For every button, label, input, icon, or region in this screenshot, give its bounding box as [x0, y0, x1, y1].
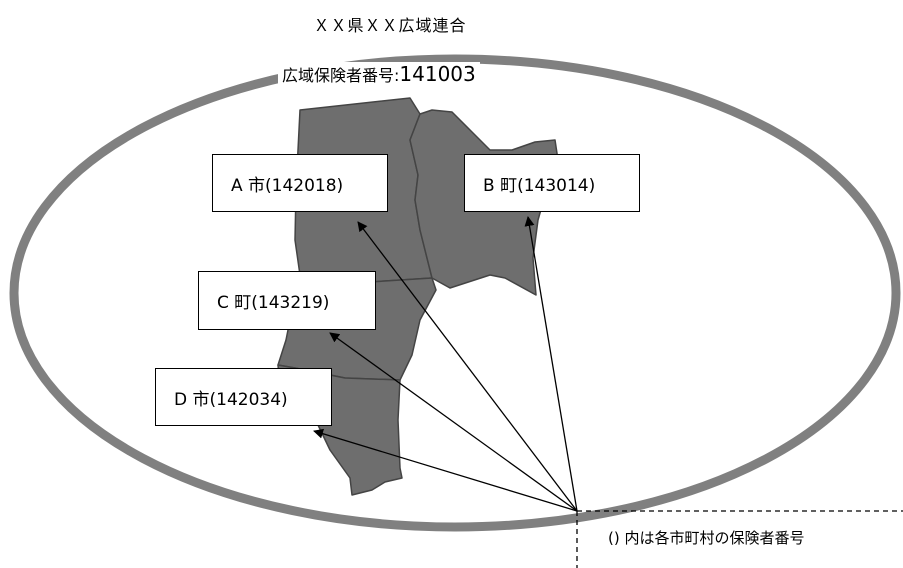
municipality-label-a: A 市(142018): [231, 175, 344, 196]
arrow-to-b: [524, 216, 578, 512]
municipality-label-b: B 町(143014): [483, 175, 596, 196]
arrow-to-c: [329, 332, 578, 512]
insurer-number-note: () 内は各市町村の保険者番号: [608, 529, 805, 547]
municipality-box-d: D 市(142034): [155, 368, 332, 426]
union-insurer-number-prefix: 広域保険者番号:: [282, 66, 400, 85]
header-title: ＸＸ県ＸＸ広域連合: [313, 16, 467, 35]
union-boundary-ellipse: [9, 54, 901, 532]
connector-arrows: [313, 216, 578, 512]
union-insurer-number-label: 広域保険者番号:141003: [278, 62, 480, 86]
union-insurer-number-code: 141003: [399, 62, 476, 86]
municipality-box-a: A 市(142018): [212, 154, 388, 212]
arrow-to-a: [357, 221, 578, 512]
municipality-box-c: C 町(143219): [198, 271, 376, 330]
municipality-label-d: D 市(142034): [174, 389, 288, 410]
municipality-label-c: C 町(143219): [217, 293, 330, 313]
note-callout-frame: [576, 510, 903, 568]
arrow-to-d: [313, 428, 578, 512]
municipality-box-b: B 町(143014): [464, 154, 640, 212]
